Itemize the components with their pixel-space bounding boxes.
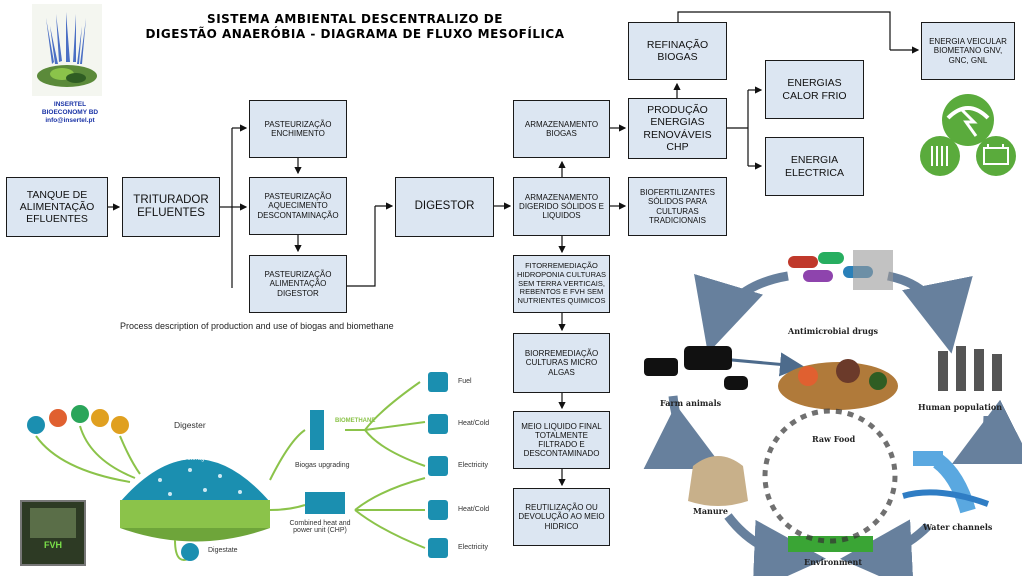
- water-channels-label: Water channels: [923, 522, 993, 532]
- environment-label: Environment: [804, 557, 863, 567]
- antimicrobial-label: Antimicrobial drugs: [788, 326, 879, 336]
- biogas-upgrading-label: Biogas upgrading: [295, 462, 350, 469]
- fvh-photo: FVH: [20, 500, 86, 566]
- process-caption: Process description of production and us…: [120, 321, 394, 331]
- electricity-label-1: Electricity: [458, 462, 488, 469]
- raw-food-label: Raw Food: [812, 434, 856, 444]
- biogas-process-diagram: Digester Gas storage Digestate BIOMETHAN…: [20, 370, 500, 575]
- box-fitorremediacao: FITORREMEDIAÇÃO HIDROPONIA CULTURAS SEM …: [513, 255, 610, 313]
- one-health-cycle-diagram: Antimicrobial drugs Farm animals Human p…: [638, 246, 1022, 576]
- energy-icon: [918, 88, 1018, 183]
- gas-storage-label: Gas storage: [175, 456, 208, 462]
- logo-email: info@insertel.pt: [45, 117, 95, 124]
- manure-label: Manure: [693, 506, 728, 516]
- plant-logo-icon: [32, 4, 102, 96]
- box-refinacao-biogas: REFINAÇÃO BIOGAS: [628, 22, 727, 80]
- box-pasteurizacao-enchimento: PASTEURIZAÇÃO ENCHIMENTO: [249, 100, 347, 158]
- title-line-1: SISTEMA AMBIENTAL DESCENTRALIZO DE: [207, 12, 503, 26]
- heat-cold-label-2: Heat/Cold: [458, 506, 490, 513]
- input-icons: [27, 405, 129, 434]
- human-population-label: Human population: [918, 402, 1003, 412]
- diagram-title: SISTEMA AMBIENTAL DESCENTRALIZO DE DIGES…: [140, 12, 570, 42]
- title-line-2: DIGESTÃO ANAERÓBIA - DIAGRAMA DE FLUXO M…: [145, 27, 565, 41]
- box-producao-energias: PRODUÇÃO ENERGIAS RENOVÁVEIS CHP: [628, 98, 727, 159]
- biomethane-label: BIOMETHANE: [335, 418, 376, 424]
- box-armazenamento-digerido: ARMAZENAMENTO DIGERIDO SÓLIDOS E LIQUIDO…: [513, 177, 610, 236]
- digestate-label: Digestate: [208, 547, 238, 554]
- box-energia-electrica: ENERGIA ELECTRICA: [765, 137, 864, 196]
- box-reutilizacao: REUTILIZAÇÃO OU DEVOLUÇÃO AO MEIO HIDRIC…: [513, 488, 610, 546]
- box-tanque-alimentacao: TANQUE DE ALIMENTAÇÃO EFLUENTES: [6, 177, 108, 237]
- heat-cold-label-1: Heat/Cold: [458, 420, 490, 427]
- box-energias-calor-frio: ENERGIAS CALOR FRIO: [765, 60, 864, 119]
- box-biorremediacao: BIORREMEDIAÇÃO CULTURAS MICRO ALGAS: [513, 333, 610, 393]
- box-armazenamento-biogas: ARMAZENAMENTO BIOGAS: [513, 100, 610, 158]
- box-biofertilizantes: BIOFERTILIZANTES SÓLIDOS PARA CULTURAS T…: [628, 177, 727, 236]
- box-pasteurizacao-aquecimento: PASTEURIZAÇÃO AQUECIMENTO DESCONTAMINAÇÃ…: [249, 177, 347, 235]
- logo-image: [32, 4, 102, 96]
- farm-animals-label: Farm animals: [660, 398, 722, 408]
- box-meio-liquido-final: MEIO LIQUIDO FINAL TOTALMENTE FILTRADO E…: [513, 411, 610, 469]
- chp-label: Combined heat and power unit (CHP): [289, 520, 351, 534]
- box-digestor: DIGESTOR: [395, 177, 494, 237]
- digester-label: Digester: [174, 420, 206, 430]
- box-energia-veicular: ENERGIA VEICULAR BIOMETANO GNV, GNC, GNL: [921, 22, 1015, 80]
- box-pasteurizacao-alimentacao: PASTEURIZAÇÃO ALIMENTAÇÃO DIGESTOR: [249, 255, 347, 313]
- box-triturador: TRITURADOR EFLUENTES: [122, 177, 220, 237]
- fuel-label: Fuel: [458, 378, 472, 385]
- logo-name: INSERTEL: [53, 101, 87, 108]
- fvh-label: FVH: [44, 540, 62, 550]
- logo-text: INSERTEL BIOECONOMY BD info@insertel.pt: [10, 101, 130, 125]
- electricity-label-2: Electricity: [458, 544, 488, 551]
- logo-subtitle: BIOECONOMY BD: [41, 109, 99, 116]
